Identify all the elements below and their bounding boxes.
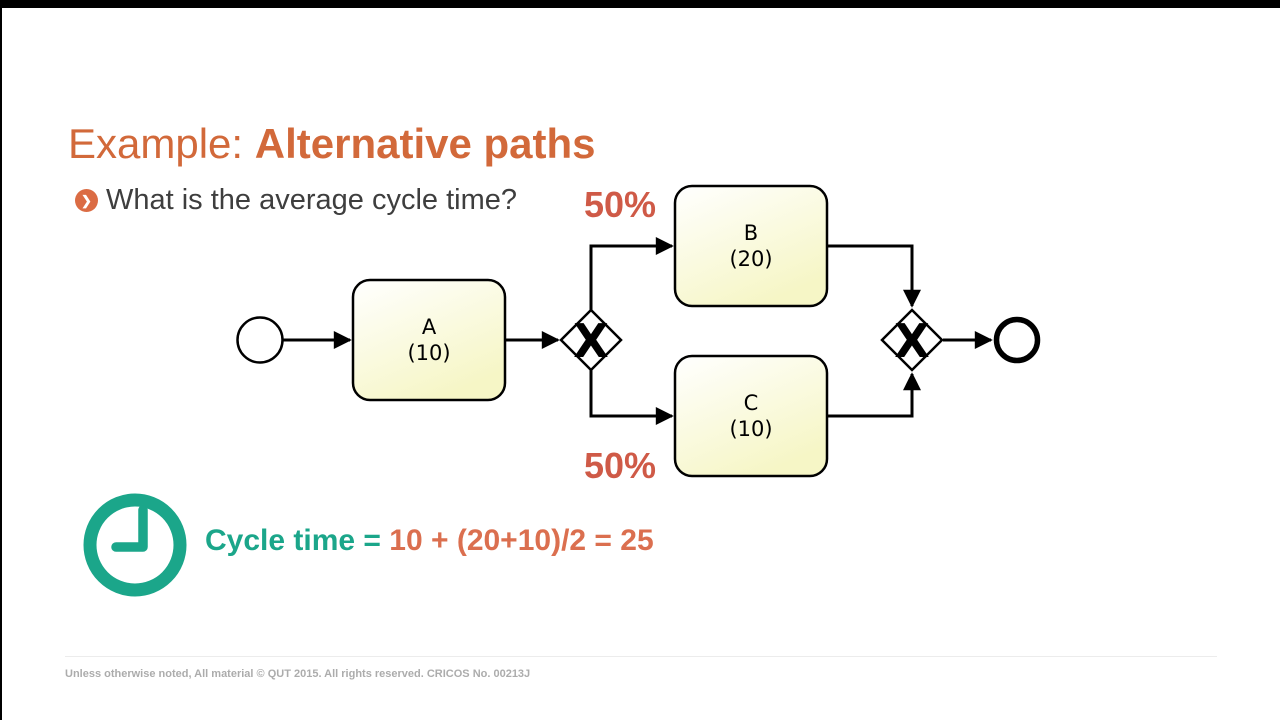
task-b: B (20) [673, 184, 829, 308]
task-b-duration: (20) [729, 247, 772, 271]
clock-icon [83, 493, 187, 597]
task-c-duration: (10) [729, 417, 772, 441]
task-a-shape [351, 278, 507, 402]
formula-label: Cycle time = [205, 524, 390, 557]
xor-split-gateway: X [559, 308, 623, 372]
flow-split-to-b [589, 237, 674, 310]
copyright-footer: Unless otherwise noted, All material © Q… [65, 668, 531, 680]
title-emphasis: Alternative paths [254, 120, 596, 168]
flow-b-to-join [828, 244, 921, 308]
xor-split-shape [559, 308, 623, 372]
title-prefix: Example: [68, 120, 255, 168]
chevron-right-bullet-icon: ❯ [75, 189, 98, 212]
task-a: A (10) [351, 278, 507, 402]
task-c: C (10) [673, 354, 829, 478]
task-c-name: C [744, 391, 759, 415]
task-a-duration: (10) [407, 341, 450, 365]
flow-split-to-c [589, 370, 674, 425]
xor-join-gateway: X [880, 308, 944, 372]
start-event-icon [236, 316, 284, 364]
page-title: Example: Alternative paths [68, 120, 596, 168]
cycle-time-formula: Cycle time = 10 + (20+10)/2 = 25 [205, 524, 654, 558]
task-b-name: B [744, 221, 758, 245]
flow-c-to-join [828, 372, 921, 418]
task-c-shape [673, 354, 829, 478]
end-event-icon [993, 316, 1041, 364]
xor-split-label: X [573, 314, 608, 368]
bullet-question: What is the average cycle time? [106, 184, 518, 216]
xor-join-shape [880, 308, 944, 372]
letterbox-top-bar [0, 0, 1280, 8]
branch-label-top: 50% [584, 184, 656, 225]
footer-divider [65, 656, 1217, 657]
formula-expression: 10 + (20+10)/2 = 25 [389, 524, 654, 557]
task-b-shape [673, 184, 829, 308]
task-a-name: A [422, 315, 437, 339]
xor-join-label: X [894, 314, 929, 368]
branch-label-bottom: 50% [584, 445, 656, 486]
letterbox-left-bar [0, 0, 2, 720]
bullet-row: ❯ What is the average cycle time? [75, 184, 517, 217]
